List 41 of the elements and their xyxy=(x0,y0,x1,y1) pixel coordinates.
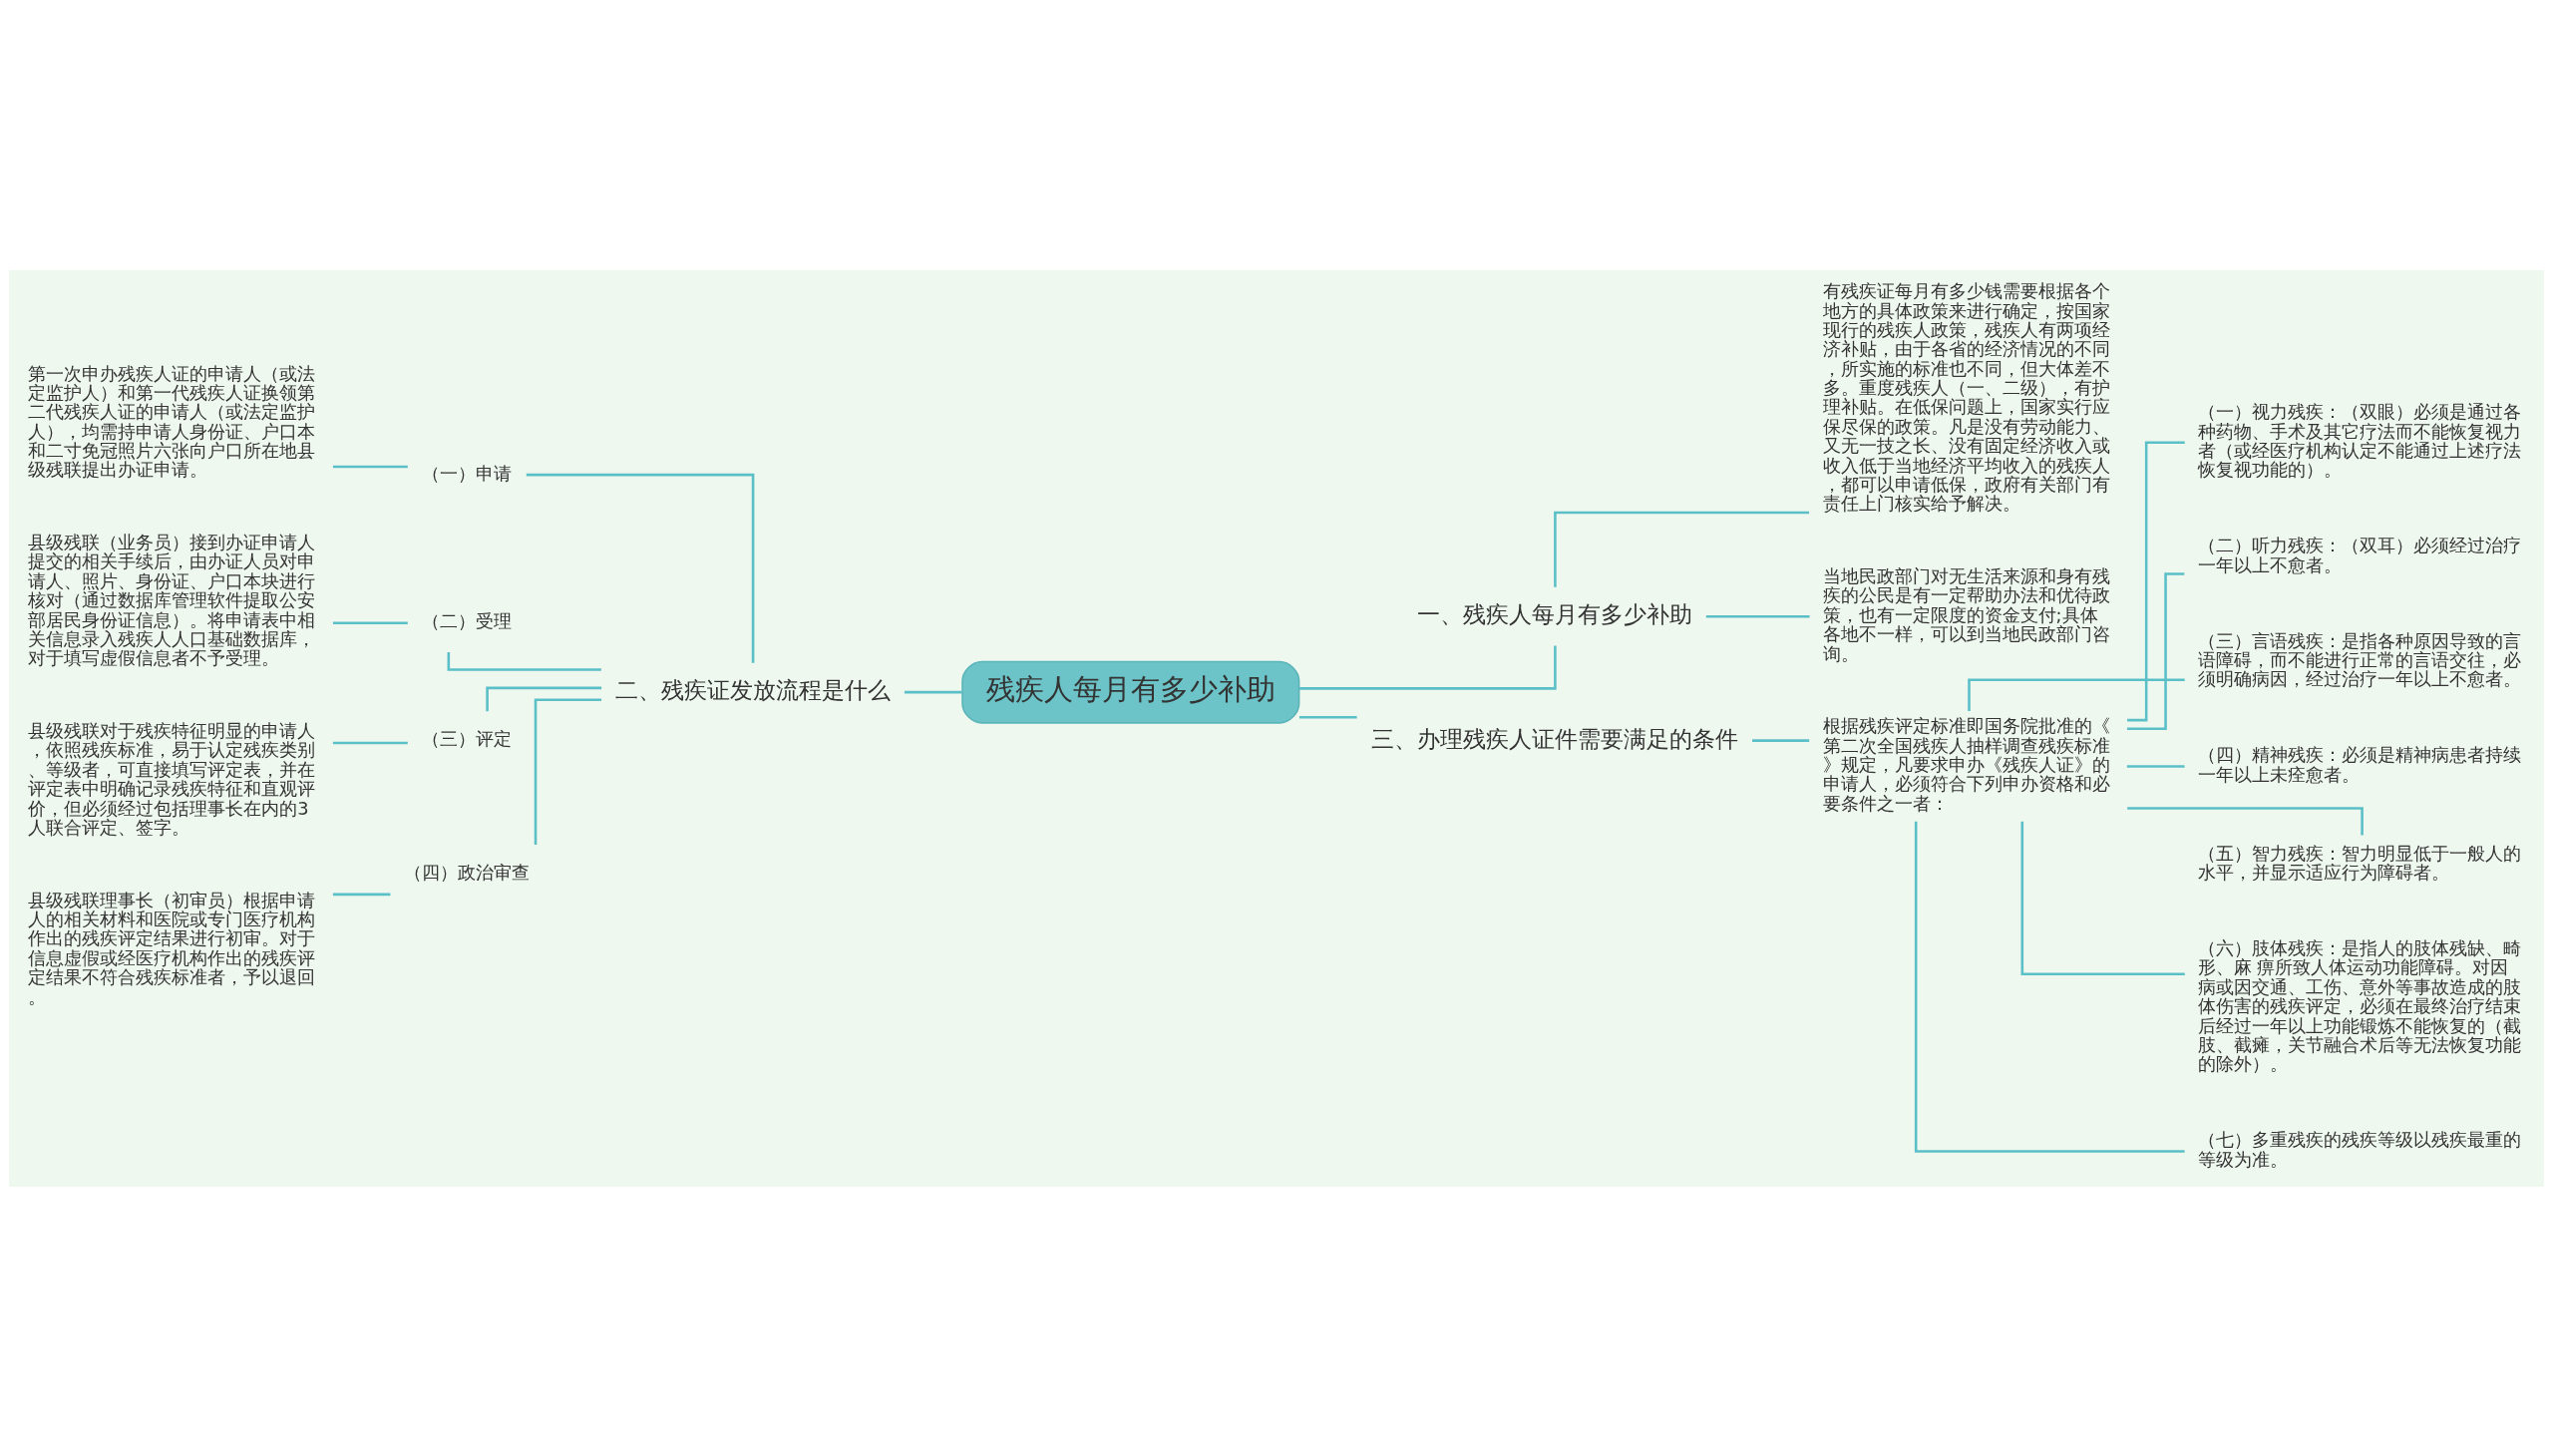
node-text: （五）智力残疾：智力明显低于一般人的水平，并显示适应行为障碍者。 xyxy=(2197,843,2521,883)
node-text: 县级残联（业务员）接到办证申请人提交的相关手续后，由办证人员对申请人、照片、身份证、户口本块进行核对（通过数据库管理软件提取公安部居民身份证信息）。将申请表中相关信息录入残疾人人口基础数据库，对于填写虚假信息者不予受理。 xyxy=(28,532,316,668)
connector xyxy=(2127,441,2185,721)
connector xyxy=(2126,764,2185,768)
node-box: 残疾人每月有多少补助 xyxy=(961,660,1300,724)
node-text: （二）听力残疾：（双耳）必须经过治疗一年以上不愈者。 xyxy=(2197,535,2521,575)
connector xyxy=(1705,614,1810,618)
connector xyxy=(1298,645,1557,690)
node-text: （三）评定 xyxy=(422,728,513,749)
connector xyxy=(1752,738,1810,742)
connector xyxy=(526,473,755,663)
node-text: 第一次申办残疾人证的申请人（或法定监护人）和第一代残疾人证换领第二代残疾人证的申请人（或法定监护人），均需持申请人身份证、户口本和二寸免冠照片六张向户口所在地县级残联提出办证申请。 xyxy=(28,363,316,480)
connector xyxy=(1298,715,1357,718)
node-text: （七）多重残疾的残疾等级以残疾最重的等级为准。 xyxy=(2197,1129,2521,1170)
node-text: （三）言语残疾：是指各种原因导致的言语障碍，而不能进行正常的言语交往，必须明确病因，经过治疗一年以上不愈者。 xyxy=(2197,630,2521,689)
node-text: 根据残疾评定标准即国务院批准的《第二次全国残疾人抽样调查残疾标准》规定，凡要求申办《残疾人证》的申请人，必须符合下列申办资格和必要条件之一者： xyxy=(1822,715,2110,814)
node-text: （二）受理 xyxy=(422,610,513,631)
node-text: 二、残疾证发放流程是什么 xyxy=(615,676,892,703)
node-text: 一、残疾人每月有多少补助 xyxy=(1416,600,1692,627)
connector xyxy=(534,697,602,845)
node-text: （一）申请 xyxy=(422,463,513,484)
node-text: （四）政治审查 xyxy=(404,862,531,883)
node-text: 有残疾证每月有多少钱需要根据各个地方的具体政策来进行确定，按国家现行的残疾人政策，残疾人有两项经济补贴，由于各省的经济情况的不同，所实施的标准也不同，但大体差不多。重度残疾人（一、二级），有护理补贴。在低保问题上，国家实行应保尽保的政策。凡是没有劳动能力、又无一技之长、没有固定经济收入或收入低于当地经济平均收入的残疾人，都可以申请低保，政府有关部门有责任上门核实给予解决。 xyxy=(1822,280,2110,514)
connector xyxy=(486,686,602,711)
connector xyxy=(904,690,962,693)
connector xyxy=(332,620,408,624)
node-text: 县级残联理事长（初审员）根据申请人的相关材料和医院或专门医疗机构作出的残疾评定结果进行初审。对于信息虚假或经医疗机构作出的残疾评定结果不符合残疾标准者，予以退回。 xyxy=(28,890,316,1007)
connector xyxy=(2020,821,2185,975)
connector xyxy=(332,893,391,896)
node-text: 三、办理残疾人证件需要满足的条件 xyxy=(1370,725,1738,752)
connector xyxy=(2126,571,2185,730)
connector xyxy=(1914,821,2185,1153)
node-text: （四）精神残疾：必须是精神病患者持续一年以上未痊愈者。 xyxy=(2197,744,2521,785)
connector xyxy=(447,651,601,671)
node-text: 当地民政部门对无生活来源和身有残疾的公民是有一定帮助办法和优待政策，也有一定限度的资金支付;具体各地不一样，可以到当地民政部门咨询。 xyxy=(1822,565,2110,664)
node-text: 县级残联对于残疾特征明显的申请人，依照残疾标准，易于认定残疾类别、等级者，可直接填写评定表，并在评定表中明确记录残疾特征和直观评价，但必须经过包括理事长在内的3人联合评定、签字。 xyxy=(28,720,316,838)
connector xyxy=(332,465,408,468)
node-text: （六）肢体残疾：是指人的肢体残缺、畸形、麻 痹所致人体运动功能障碍。对因病或因交通、工伤、意外等事故造成的肢体伤害的残疾评定，必须在最终治疗结束后经过一年以上功能锻炼不能恢复的（截肢、截瘫，关节融合术后等无法恢复功能的除外）。 xyxy=(2197,937,2521,1074)
node-text: （一）视力残疾：（双眼）必须是通过各种药物、手术及其它疗法而不能恢复视力者（或经医疗机构认定不能通过上述疗法恢复视功能的）。 xyxy=(2197,401,2521,480)
connector xyxy=(332,741,408,744)
connector xyxy=(1554,511,1810,587)
